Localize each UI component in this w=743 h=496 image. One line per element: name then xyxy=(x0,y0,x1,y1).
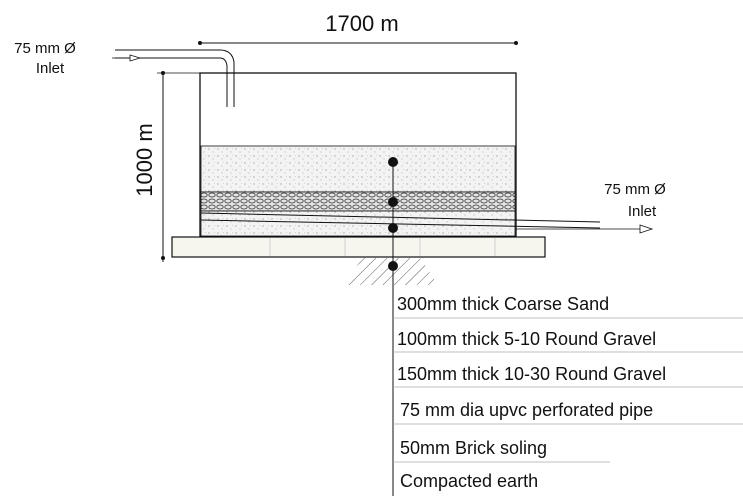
leader-dot xyxy=(388,157,398,167)
outlet-arrow-icon xyxy=(639,224,654,234)
inlet-pipe xyxy=(112,49,235,107)
leader-dot xyxy=(388,223,398,233)
legend-item-fine-gravel: 100mm thick 5-10 Round Gravel xyxy=(397,329,656,349)
height-dimension: 1000 m xyxy=(132,71,200,262)
legend-item-perforated-pipe: 75 mm dia upvc perforated pipe xyxy=(400,400,653,420)
coarse-gravel-layer xyxy=(200,210,516,237)
layer-legend: 300mm thick Coarse Sand 100mm thick 5-10… xyxy=(393,294,743,491)
inlet-right-label-line2: Inlet xyxy=(628,203,657,220)
coarse-sand-layer xyxy=(200,145,516,193)
height-dimension-label: 1000 m xyxy=(132,123,157,196)
perforated-pipe xyxy=(200,212,654,234)
width-dimension-label: 1700 m xyxy=(325,11,398,36)
legend-item-brick-soling: 50mm Brick soling xyxy=(400,438,547,458)
leader-dot xyxy=(388,197,398,207)
brick-joints xyxy=(269,238,496,256)
legend-item-coarse-sand: 300mm thick Coarse Sand xyxy=(397,294,609,314)
fine-gravel-layer xyxy=(200,191,516,212)
leader-dot xyxy=(388,261,398,271)
compacted-earth-hatch xyxy=(345,258,438,285)
inlet-right-label-line1: 75 mm Ø xyxy=(604,181,666,198)
legend-item-coarse-gravel: 150mm thick 10-30 Round Gravel xyxy=(397,364,666,384)
inlet-arrow-icon xyxy=(129,54,142,62)
brick-soling-slab xyxy=(171,236,546,258)
width-dimension: 1700 m xyxy=(198,11,518,45)
leader-line xyxy=(388,157,398,496)
inlet-top-label-line1: 75 mm Ø xyxy=(14,40,76,57)
inlet-top-label-line2: Inlet xyxy=(36,60,65,77)
legend-item-compacted-earth: Compacted earth xyxy=(400,471,538,491)
